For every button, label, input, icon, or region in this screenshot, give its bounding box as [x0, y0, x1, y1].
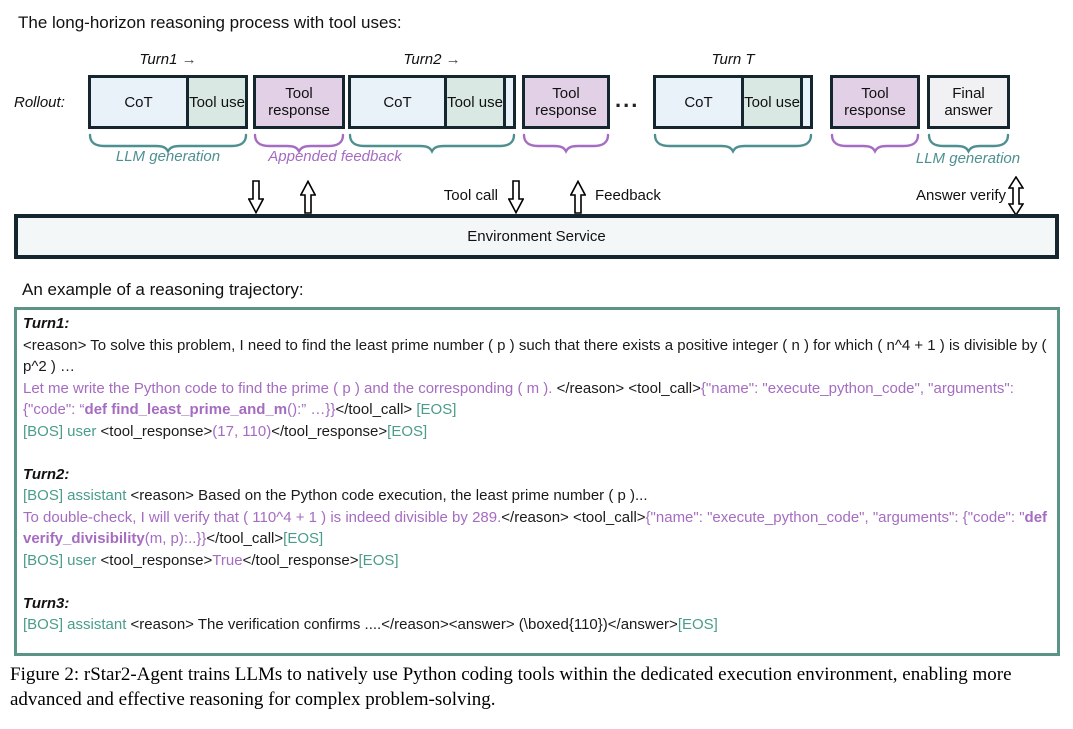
turn2-arrow-icon: →: [445, 51, 461, 68]
underbrace-turnT: [653, 133, 813, 154]
trajectory-line: [BOS] user <tool_response>(17, 110)</too…: [23, 422, 428, 440]
underbrace-turn2: [348, 133, 516, 154]
trajectory-line: [BOS] assistant <reason> Based on the Py…: [23, 487, 648, 505]
figure-caption: Figure 2: rStar2-Agent trains LLMs to na…: [10, 664, 1012, 710]
llm-generation-label: LLM generation: [115, 148, 221, 165]
tool-use-box: Tool use: [186, 78, 245, 126]
down-arrow-icon: [248, 180, 264, 214]
tool-call-label: Tool call: [443, 187, 498, 204]
turn1-label: Turn1 →: [88, 51, 248, 68]
trajectory-content: Turn1: <reason> To solve this problem, I …: [23, 313, 1051, 636]
underbrace-tool-response2: [522, 133, 610, 154]
turn1-arrow-icon: →: [181, 51, 197, 68]
turn2-sequence-box: CoT Tool use: [348, 75, 516, 129]
appended-feedback-label: Appended feedback: [268, 148, 402, 165]
turn-header: Turn2:: [23, 465, 70, 483]
up-down-arrow-icon: [1008, 176, 1024, 216]
turn-header: Turn3:: [23, 594, 70, 612]
cot-box: CoT: [351, 78, 444, 126]
final-answer-box: Final answer: [927, 75, 1010, 129]
turn1-sequence-box: CoT Tool use: [88, 75, 248, 129]
turn-block: Turn3: [BOS] assistant <reason> The verif…: [23, 593, 1051, 636]
cot-sliver: [503, 78, 513, 126]
tool-use-box: Tool use: [444, 78, 503, 126]
figure-title: The long-horizon reasoning process with …: [18, 13, 402, 32]
trajectory-line: To double-check, I will verify that ( 11…: [23, 508, 1048, 548]
trajectory-box: Turn1: <reason> To solve this problem, I …: [14, 307, 1060, 656]
turnT-sequence-box: CoT Tool use: [653, 75, 813, 129]
turn1-text: Turn1: [139, 51, 178, 68]
cot-box: CoT: [91, 78, 186, 126]
down-arrow-icon: [508, 180, 524, 214]
trajectory-line: <reason> To solve this problem, I need t…: [23, 336, 1047, 376]
underbrace-appended-feedback: [253, 133, 345, 154]
turn2-text: Turn2: [403, 51, 442, 68]
environment-service-label: Environment Service: [467, 228, 606, 245]
underbrace-tool-response3: [830, 133, 920, 154]
trajectory-heading: An example of a reasoning trajectory:: [22, 280, 304, 299]
up-arrow-icon: [300, 180, 316, 214]
cot-sliver: [800, 78, 810, 126]
up-arrow-icon: [570, 180, 586, 214]
rollout-label: Rollout:: [14, 94, 65, 111]
turn2-label: Turn2 →: [348, 51, 516, 68]
answer-verify-label: Answer verify: [915, 187, 1006, 204]
cot-box: CoT: [656, 78, 741, 126]
trajectory-line: [BOS] assistant <reason> The verificatio…: [23, 616, 718, 634]
turnT-label: Turn T: [653, 51, 813, 68]
llm-generation-label-right: LLM generation: [915, 150, 1021, 167]
turn-block: Turn2: [BOS] assistant <reason> Based on …: [23, 464, 1051, 572]
trajectory-line: [BOS] user <tool_response>True</tool_res…: [23, 551, 399, 569]
trajectory-line: Let me write the Python code to find the…: [23, 379, 1014, 419]
ellipsis: ...: [615, 87, 640, 112]
underbrace-final-answer: [927, 133, 1010, 154]
tool-response-box: Tool response: [253, 75, 345, 129]
feedback-label: Feedback: [595, 187, 661, 204]
tool-use-box: Tool use: [741, 78, 800, 126]
environment-service-bar: Environment Service: [14, 214, 1059, 259]
turn-block: Turn1: <reason> To solve this problem, I …: [23, 313, 1051, 443]
underbrace-llm-generation: [88, 133, 248, 154]
tool-response-box: Tool response: [830, 75, 920, 129]
turnT-text: Turn T: [711, 51, 755, 68]
turn-header: Turn1:: [23, 315, 70, 332]
tool-response-box: Tool response: [522, 75, 610, 129]
